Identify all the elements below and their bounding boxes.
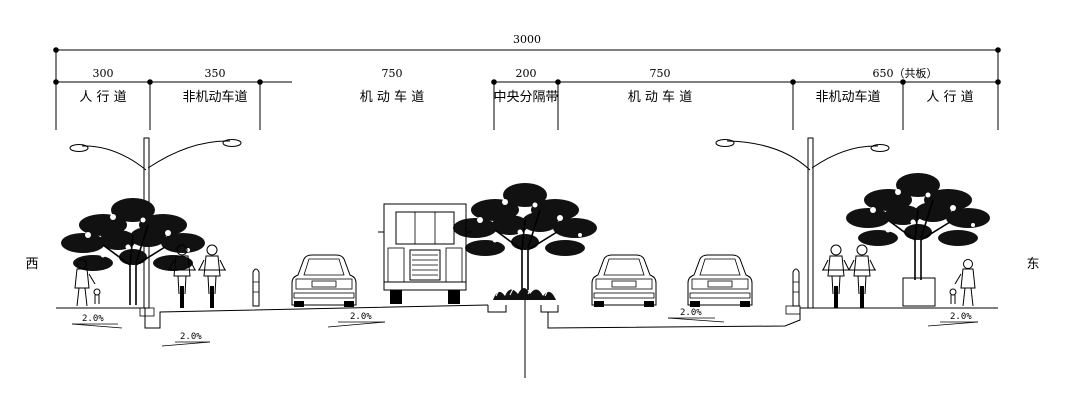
pedestrian-east-icon [949,259,976,307]
tree-east-icon [845,172,991,281]
segment-label-motor-lane-west: 机 动 车 道 [360,89,424,105]
slope-label-2: 2.0% [180,332,202,342]
cyclist-east-2-icon [847,244,877,309]
segment-label-motor-lane-east: 机 动 车 道 [628,89,692,105]
car-east-2-icon [687,254,753,308]
slope-label-3: 2.0% [350,312,372,322]
median-shrubs [493,284,556,300]
bollard-west-icon [252,268,260,307]
truck-icon [378,203,472,304]
segment-label-bike-lane-west: 非机动车道 [182,89,247,105]
segment-width-shared-east: 650（共板） [873,66,938,80]
segment-label-median: 中央分隔带 [493,90,558,105]
tree-planter-box [902,277,936,307]
cyclist-west-2-icon [197,244,227,309]
segment-width-motor-lane-west: 750 [382,67,403,80]
segment-widths: 300 350 750 200 750 650（共板） [93,66,938,80]
bollard-east-icon [792,268,800,307]
segment-label-sidewalk-east: 人 行 道 [926,90,973,105]
car-west-icon [291,254,357,308]
segment-label-sidewalk-west: 人 行 道 [79,90,126,105]
segment-width-bike-lane-west: 350 [205,67,226,80]
cyclist-west-1-icon [167,244,197,309]
slope-markers: 2.0% 2.0% 2.0% 2.0% 2.0% [71,308,979,347]
segment-width-median: 200 [516,67,537,80]
car-east-1-icon [591,254,657,308]
direction-east-label: 东 [1026,257,1039,272]
total-width-label: 3000 [513,33,541,46]
road-surface [56,300,998,378]
slope-label-5: 2.0% [950,312,972,322]
direction-west-label: 西 [25,257,38,272]
cyclist-east-1-icon [821,244,851,309]
segment-label-bike-lane-east: 非机动车道 [815,89,880,105]
segment-width-motor-lane-east: 750 [650,67,671,80]
slope-label-4: 2.0% [680,308,702,318]
segment-labels: 人 行 道 非机动车道 机 动 车 道 中央分隔带 机 动 车 道 非机动车道 … [79,89,973,105]
segment-width-sidewalk-west: 300 [93,67,114,80]
dimension-lines [53,47,1001,130]
slope-label-1: 2.0% [82,314,104,324]
tree-median-icon [452,182,598,291]
